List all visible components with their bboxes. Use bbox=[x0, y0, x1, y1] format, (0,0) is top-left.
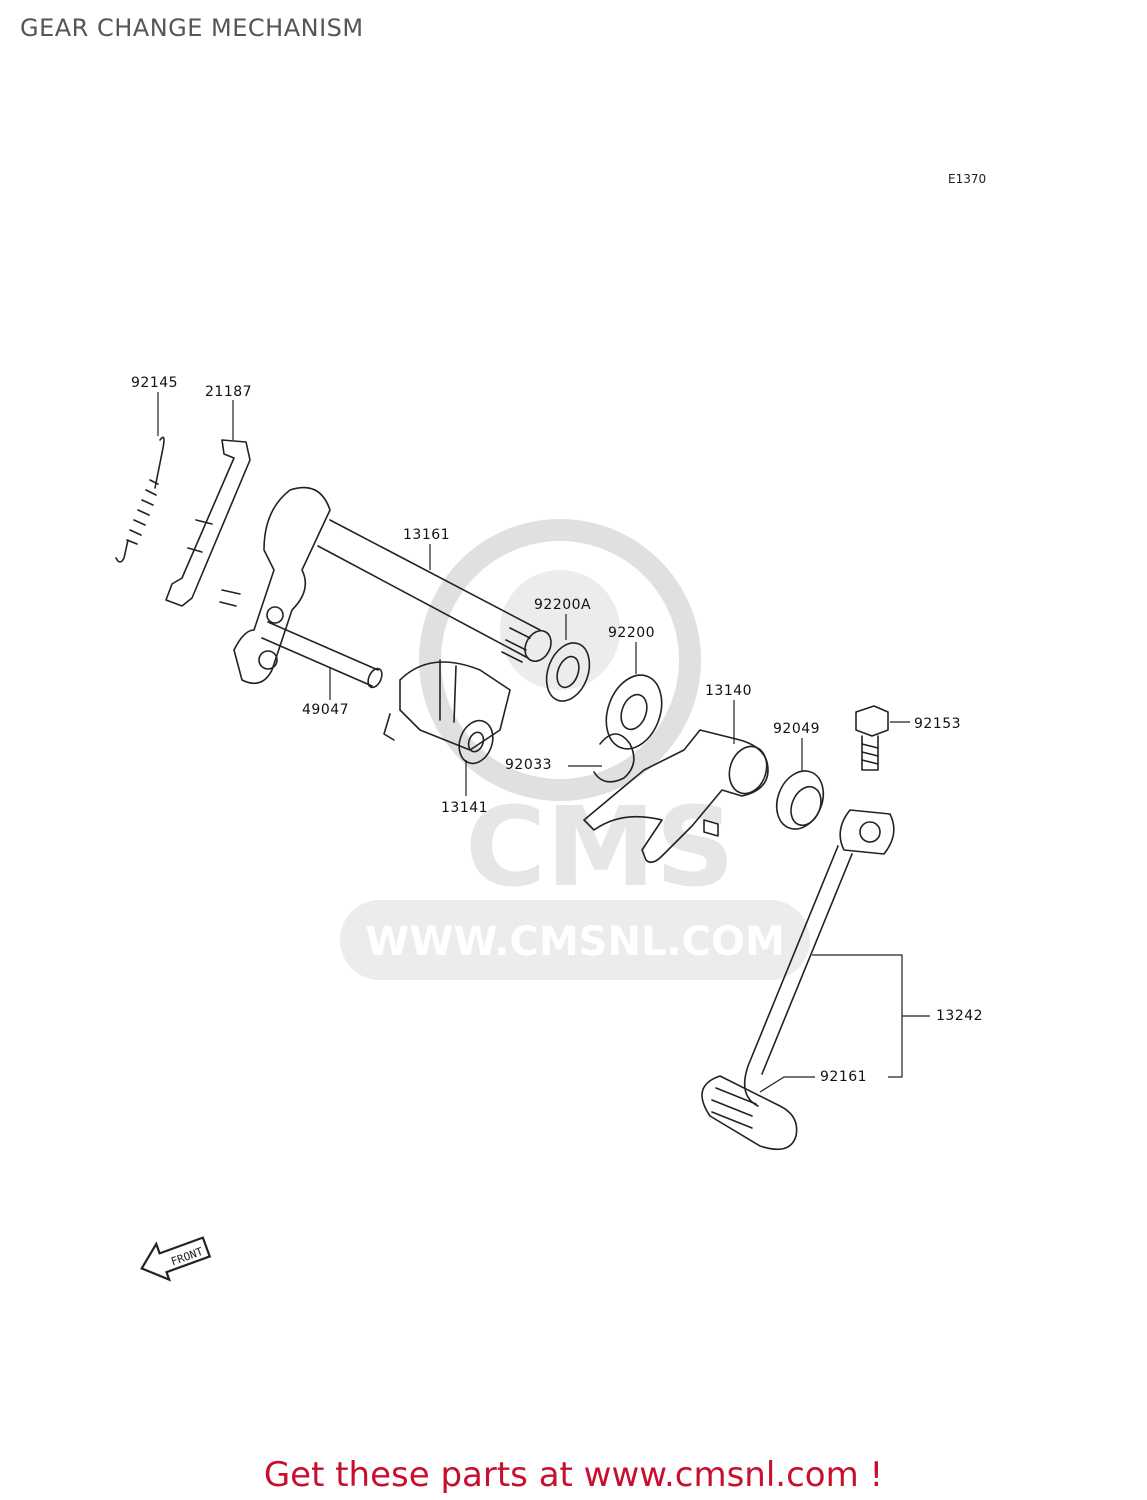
front-arrow-icon: FRONT bbox=[140, 1236, 212, 1282]
leader-lines bbox=[157, 392, 930, 1093]
leader-92161 bbox=[759, 1076, 815, 1093]
part-number-92033: 92033 bbox=[505, 757, 553, 773]
watermark-emblem bbox=[419, 519, 701, 801]
shift-shaft-part bbox=[219, 486, 552, 685]
page-title: GEAR CHANGE MECHANISM bbox=[20, 14, 364, 42]
part-number-92145: 92145 bbox=[131, 375, 179, 391]
pin-rod-part bbox=[258, 621, 383, 689]
part-number-92153: 92153 bbox=[914, 716, 962, 732]
shift-guide-part bbox=[383, 659, 511, 765]
shift-pedal-part bbox=[701, 809, 895, 1151]
part-number-13141: 13141 bbox=[441, 800, 489, 816]
spring-part bbox=[115, 436, 165, 563]
leader-13242 bbox=[812, 954, 930, 1078]
diagram-code: E1370 bbox=[948, 172, 987, 186]
part-number-92200A: 92200A bbox=[534, 597, 592, 613]
washer-92200A-part bbox=[545, 642, 591, 702]
part-number-13140: 13140 bbox=[705, 683, 753, 699]
watermark-banner bbox=[340, 900, 810, 980]
part-number-92200: 92200 bbox=[608, 625, 656, 641]
part-number-21187: 21187 bbox=[205, 384, 253, 400]
oil-seal-part bbox=[775, 770, 825, 830]
stopper-plate-part bbox=[165, 439, 251, 607]
shift-lever-part bbox=[583, 729, 769, 864]
part-number-13161: 13161 bbox=[403, 527, 451, 543]
part-number-49047: 49047 bbox=[302, 702, 350, 718]
part-number-13242: 13242 bbox=[936, 1008, 984, 1024]
part-number-92161: 92161 bbox=[820, 1069, 868, 1085]
footer-cta-link[interactable]: Get these parts at www.cmsnl.com ! bbox=[263, 1455, 884, 1495]
part-number-92049: 92049 bbox=[773, 721, 821, 737]
watermark-brand: CMS bbox=[465, 783, 734, 911]
circlip-part bbox=[593, 733, 635, 783]
watermark-url: WWW.CMSNL.COM bbox=[365, 919, 785, 965]
bolt-part bbox=[855, 705, 889, 771]
washer-92200-part bbox=[605, 674, 663, 750]
watermark: CMS WWW.CMSNL.COM bbox=[340, 519, 810, 980]
